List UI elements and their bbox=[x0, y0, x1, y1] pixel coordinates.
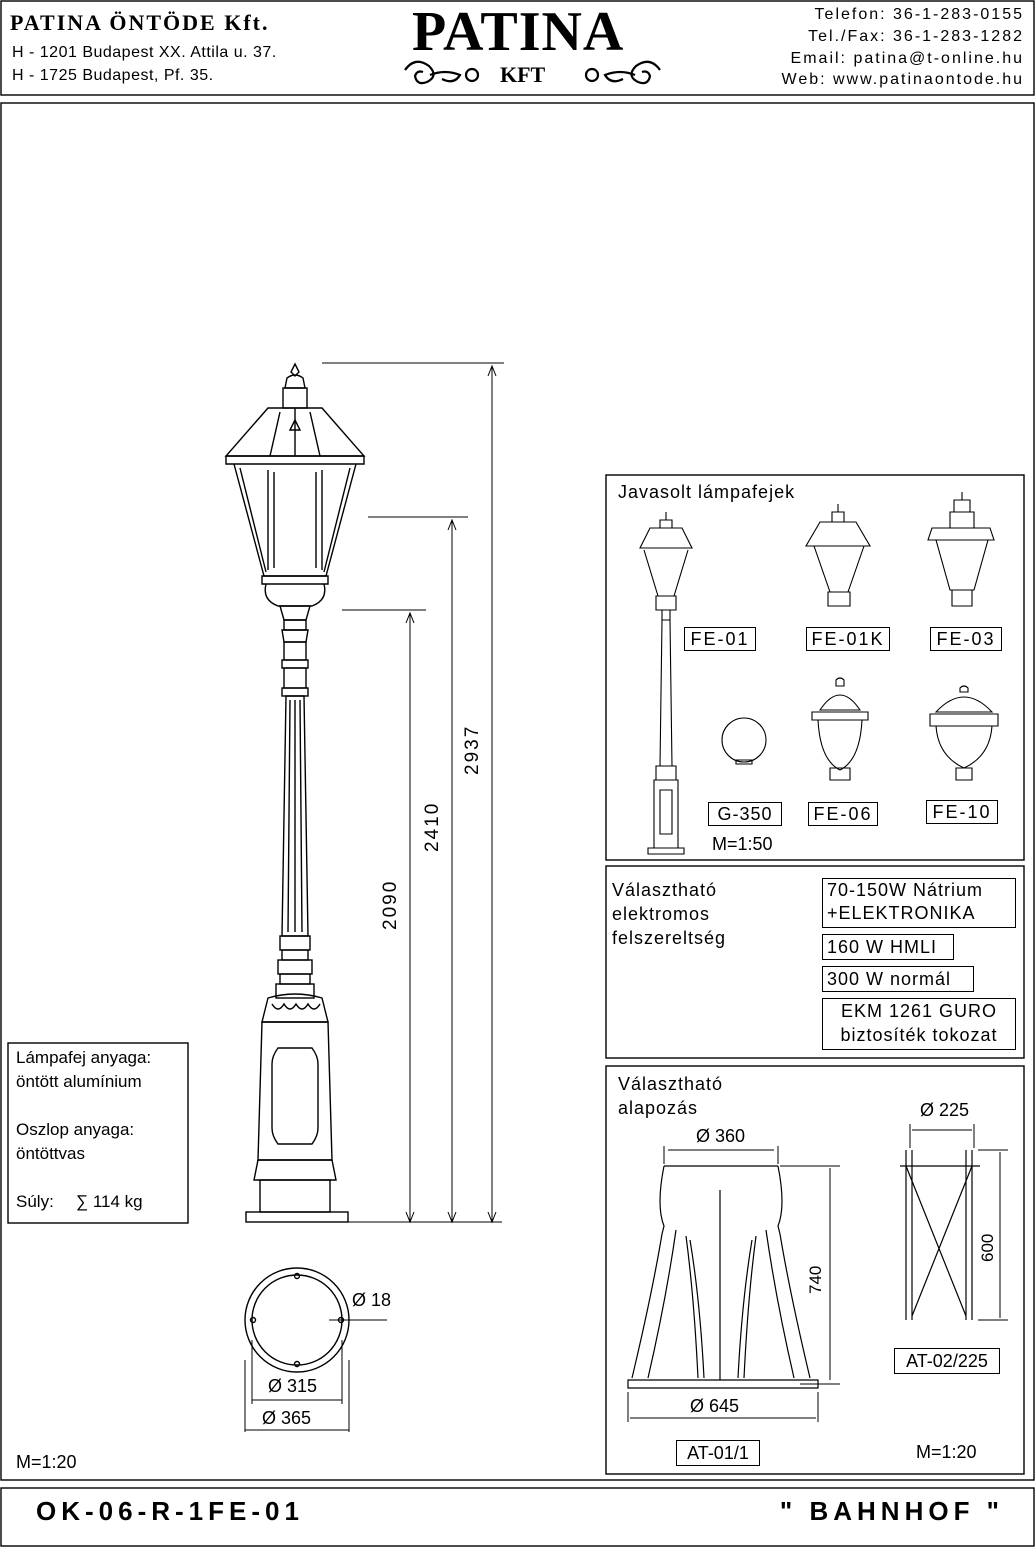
electrical-option-guro[interactable]: EKM 1261 GURO biztosíték tokozat bbox=[822, 998, 1016, 1050]
address-line-2: H - 1725 Budapest, Pf. 35. bbox=[12, 67, 214, 84]
foundation-top-dia: Ø 360 bbox=[696, 1126, 746, 1146]
company-name: PATINA ÖNTÖDE Kft. bbox=[10, 10, 270, 35]
foundation-panel-frame bbox=[605, 1065, 1025, 1475]
guro-line-1: EKM 1261 GURO bbox=[840, 1001, 998, 1021]
electrical-option-natrium[interactable]: 70-150W Nátrium +ELEKTRONIKA bbox=[822, 878, 1016, 928]
head-option-fe03[interactable]: FE-03 bbox=[930, 627, 1002, 651]
address-line-1: H - 1201 Budapest XX. Attila u. 37. bbox=[12, 44, 277, 61]
lamp-post-drawing bbox=[224, 362, 366, 1223]
heads-panel-title: Javasolt lámpafejek bbox=[618, 482, 796, 502]
foundation-frame-height: 600 bbox=[978, 1233, 997, 1262]
foundation-scale: M=1:20 bbox=[916, 1442, 977, 1462]
head-option-g350[interactable]: G-350 bbox=[708, 802, 782, 826]
header-frame bbox=[0, 0, 1035, 96]
electrical-title-3: felszereltség bbox=[612, 928, 727, 948]
email[interactable]: Email: patina@t-online.hu bbox=[790, 50, 1024, 67]
electrical-option-normal[interactable]: 300 W normál bbox=[822, 966, 974, 992]
natrium-line-1: 70-150W Nátrium bbox=[827, 880, 984, 900]
weight-value: ∑ 114 kg bbox=[76, 1192, 143, 1211]
electrical-option-hmli[interactable]: 160 W HMLI bbox=[822, 934, 954, 960]
electrical-title-2: elektromos bbox=[612, 904, 711, 924]
fax: Tel./Fax: 36-1-283-1282 bbox=[808, 28, 1024, 45]
dim-base-diameter: Ø 365 bbox=[262, 1408, 312, 1428]
head-material-label: Lámpafej anyaga: bbox=[16, 1048, 152, 1067]
foundation-title-2: alapozás bbox=[618, 1098, 699, 1118]
logo-subtitle: KFT bbox=[500, 62, 546, 87]
website[interactable]: Web: www.patinaontode.hu bbox=[781, 71, 1024, 88]
main-frame bbox=[0, 102, 1035, 1481]
dim-total-height: 2937 bbox=[462, 724, 483, 775]
guro-line-2: biztosíték tokozat bbox=[840, 1025, 998, 1045]
foundation-frame-dia: Ø 225 bbox=[920, 1100, 970, 1120]
heads-mini-drawings bbox=[639, 492, 999, 855]
natrium-line-2: +ELEKTRONIKA bbox=[827, 903, 976, 923]
head-option-fe06[interactable]: FE-06 bbox=[808, 802, 878, 826]
foundation-at01-drawing bbox=[627, 1146, 840, 1422]
logo-title: PATINA bbox=[412, 1, 625, 63]
head-option-fe01k[interactable]: FE-01K bbox=[806, 627, 890, 651]
product-code: OK-06-R-1FE-01 bbox=[36, 1496, 304, 1526]
heads-panel-frame bbox=[605, 474, 1025, 861]
dim-pole-height: 2090 bbox=[380, 879, 401, 930]
head-option-fe01[interactable]: FE-01 bbox=[684, 627, 756, 651]
foundation-at02-drawing bbox=[900, 1124, 1008, 1321]
electrical-title-1: Választható bbox=[612, 880, 718, 900]
height-dimensions bbox=[322, 362, 504, 1224]
dim-head-bottom: 2410 bbox=[422, 801, 443, 852]
foundation-height: 740 bbox=[806, 1265, 825, 1294]
foundation-title-1: Választható bbox=[618, 1074, 724, 1094]
product-name: " BAHNHOF " bbox=[779, 1496, 1004, 1526]
footer-frame bbox=[0, 1487, 1035, 1547]
dim-bolt-circle: Ø 315 bbox=[268, 1376, 318, 1396]
base-plate-plan bbox=[244, 1267, 387, 1432]
logo-scroll-ornament bbox=[404, 60, 661, 85]
foundation-model-at01[interactable]: AT-01/1 bbox=[676, 1440, 760, 1466]
dim-hole-diameter: Ø 18 bbox=[352, 1290, 392, 1310]
foundation-bottom-dia: Ø 645 bbox=[690, 1396, 740, 1416]
electrical-panel-frame bbox=[605, 865, 1025, 1059]
scale-left: M=1:20 bbox=[16, 1452, 77, 1472]
phone: Telefon: 36-1-283-0155 bbox=[814, 6, 1024, 23]
materials-frame bbox=[7, 1042, 189, 1224]
heads-scale: M=1:50 bbox=[712, 834, 773, 854]
weight-label: Súly: bbox=[16, 1192, 54, 1211]
pole-material-value: öntöttvas bbox=[16, 1144, 85, 1163]
foundation-model-at02[interactable]: AT-02/225 bbox=[894, 1348, 1000, 1374]
head-option-fe10[interactable]: FE-10 bbox=[926, 800, 998, 824]
head-material-value: öntött alumínium bbox=[16, 1072, 142, 1091]
pole-material-label: Oszlop anyaga: bbox=[16, 1120, 135, 1139]
